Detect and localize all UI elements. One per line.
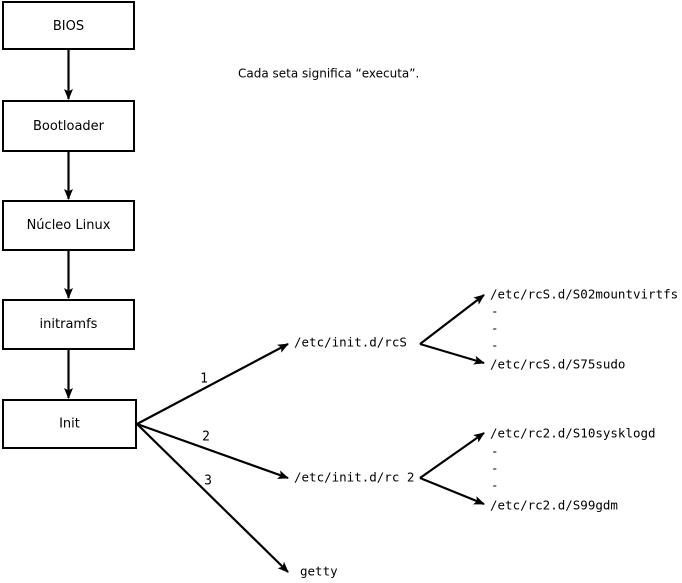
rcs-ellipsis-dash-3: - <box>491 338 499 353</box>
rc2-ellipsis-dash-1: - <box>491 444 499 459</box>
node-bios-rect <box>2 1 135 50</box>
label-init-d-rcs: /etc/init.d/rcS <box>294 335 407 350</box>
node-bios-label: BIOS <box>53 19 84 34</box>
node-bootloader-label: Bootloader <box>33 119 105 134</box>
node-initramfs-rect <box>2 299 135 350</box>
node-bootloader: Bootloader <box>2 100 135 152</box>
branch-number-2: 2 <box>202 430 210 445</box>
node-init: Init <box>2 399 137 449</box>
node-init-label: Init <box>59 417 80 432</box>
arrow-rc2-to-last-script <box>419 476 485 506</box>
arrow-rcs-to-last-script <box>419 342 485 365</box>
rc2-script-first: /etc/rc2.d/S10sysklogd <box>490 426 656 441</box>
legend-note: Cada seta significa “executa”. <box>238 67 419 81</box>
rc2-script-last: /etc/rc2.d/S99gdm <box>490 498 618 513</box>
branch-number-1: 1 <box>200 372 208 387</box>
node-initramfs-label: initramfs <box>40 317 98 332</box>
rcs-script-last: /etc/rcS.d/S75sudo <box>490 357 625 372</box>
init-target-labels: /etc/init.d/rcS /etc/init.d/rc 2 getty <box>294 335 414 579</box>
node-kernel-label: Núcleo Linux <box>27 218 111 233</box>
arrow-init-to-rcs <box>136 343 289 425</box>
rcs-ellipsis-dash-2: - <box>491 321 499 336</box>
node-init-rect <box>2 399 137 449</box>
init-fanout-arrows <box>136 343 289 573</box>
rc2-ellipsis-dash-3: - <box>491 478 499 493</box>
branch-number-3: 3 <box>204 474 212 489</box>
rcs-script-list: /etc/rcS.d/S02mountvirtfs - - - /etc/rcS… <box>490 287 678 372</box>
rcs-fanout-arrows <box>419 294 485 365</box>
rcs-script-first: /etc/rcS.d/S02mountvirtfs <box>490 287 678 302</box>
arrow-rc2-to-first-script <box>419 432 485 479</box>
rc2-fanout-arrows <box>419 432 485 506</box>
rc2-ellipsis-dash-2: - <box>491 461 499 476</box>
boot-chain-group: BIOS Bootloader Núcleo Linux initramfs I… <box>2 1 137 449</box>
rcs-ellipsis-dash-1: - <box>491 304 499 319</box>
node-initramfs: initramfs <box>2 299 135 350</box>
init-branch-numbers: 1 2 3 <box>200 372 212 489</box>
node-kernel: Núcleo Linux <box>2 200 135 251</box>
label-getty: getty <box>300 564 338 579</box>
node-bios: BIOS <box>2 1 135 50</box>
arrow-init-to-rc2 <box>136 422 289 480</box>
node-kernel-rect <box>2 200 135 251</box>
label-init-d-rc2: /etc/init.d/rc 2 <box>294 470 414 485</box>
arrow-init-to-getty <box>136 423 289 573</box>
rc2-script-list: /etc/rc2.d/S10sysklogd - - - /etc/rc2.d/… <box>490 426 656 513</box>
arrow-rcs-to-first-script <box>419 294 485 345</box>
